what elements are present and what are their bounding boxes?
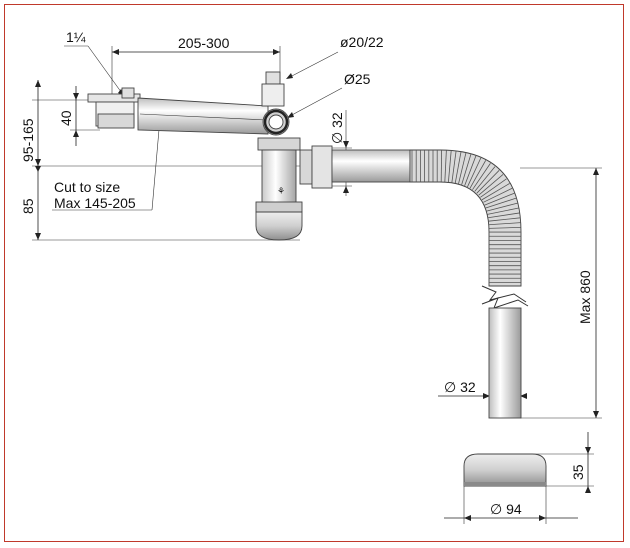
cut-to-size-label: Cut to size <box>54 179 120 195</box>
trap-height-label: 85 <box>20 198 36 214</box>
hose-rib <box>451 150 457 183</box>
drawing-frame <box>4 4 624 542</box>
pipe-diameter-label: ∅ 32 <box>444 379 476 395</box>
inlet-diameter-label: ø20/22 <box>340 34 384 50</box>
hose-rib <box>464 155 477 186</box>
hose-rib <box>478 174 504 196</box>
hose-rib <box>472 163 491 190</box>
hose-rib <box>487 212 520 219</box>
hose-rib <box>488 226 521 229</box>
hose-rib <box>447 150 452 183</box>
hose-rib <box>474 166 496 192</box>
waste-inlet-assembly <box>87 71 290 136</box>
hose-rib <box>461 154 472 185</box>
outlet-diameter-top-label: ∅ 32 <box>329 112 345 144</box>
hose-rib <box>488 217 521 222</box>
outlet-pipe <box>299 145 529 419</box>
hose-rib <box>488 222 521 226</box>
max-length-label: Max 860 <box>577 270 593 324</box>
hose-rib <box>481 183 510 201</box>
inlet-height-label: 40 <box>58 110 74 126</box>
hose-rib <box>444 150 447 183</box>
spigot-diameter-label: Ø25 <box>344 71 371 87</box>
cap-height-label: 35 <box>570 464 586 480</box>
bottle-trap: ⚘ <box>255 137 303 241</box>
pipe-cap <box>463 453 547 487</box>
hose-rib <box>484 192 515 206</box>
length-range-label: 205-300 <box>178 35 230 51</box>
hose-rib <box>469 160 487 189</box>
hose-rib <box>467 157 482 188</box>
hose-rib <box>454 151 462 184</box>
thread-label: 1¼ <box>66 29 86 45</box>
hose-rib <box>480 178 507 198</box>
dimension-lines <box>32 45 602 524</box>
hose-rib <box>458 152 467 185</box>
hose-rib <box>485 197 517 209</box>
hose-rib <box>483 187 513 203</box>
cap-diameter-label: ∅ 94 <box>490 501 522 517</box>
svg-text:⚘: ⚘ <box>277 186 285 196</box>
hose-rib <box>487 207 519 215</box>
cut-max-label: Max 145-205 <box>54 195 136 211</box>
hose-rib <box>486 202 518 212</box>
height-range-label: 95-165 <box>20 118 36 162</box>
corrugated-hose <box>409 149 522 287</box>
hose-rib <box>476 170 500 194</box>
